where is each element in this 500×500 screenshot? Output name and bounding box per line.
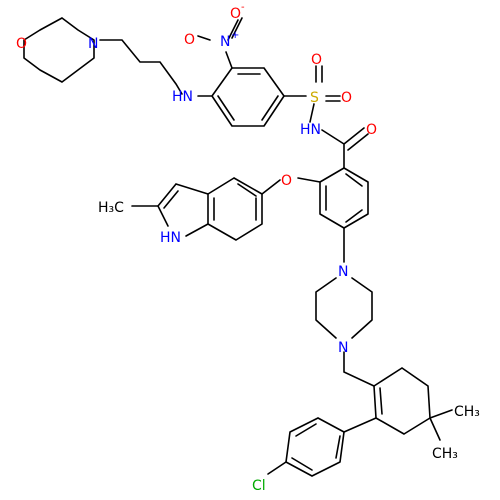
indole-nh-label: HN bbox=[160, 230, 181, 246]
nitro-oxygen-upper-label: O bbox=[230, 6, 241, 22]
bond-lines bbox=[23, 17, 453, 477]
nitro-nitrogen-label: N bbox=[220, 34, 230, 50]
piperazine-nitrogen-bottom-label: N bbox=[338, 340, 348, 356]
atom-labels: O N HN N + O - O S O O HN O O H₃C HN N N… bbox=[16, 2, 480, 494]
carbonyl-oxygen-label: O bbox=[366, 122, 377, 138]
nitro-minus-charge: - bbox=[241, 2, 245, 13]
methyl-label: H₃C bbox=[98, 200, 124, 216]
nitro-plus-charge: + bbox=[231, 30, 239, 41]
morpholine-oxygen-label: O bbox=[16, 36, 27, 52]
methyl-lower-label: CH₃ bbox=[432, 446, 458, 462]
chloro-label: Cl bbox=[252, 478, 266, 494]
sulfonyl-sulfur-label: S bbox=[310, 90, 319, 106]
methyl-upper-label: CH₃ bbox=[454, 404, 480, 420]
piperazine-nitrogen-top-label: N bbox=[338, 264, 348, 280]
sulfonamide-nh-label: HN bbox=[300, 122, 321, 138]
nitro-oxygen-left-label: O bbox=[184, 32, 195, 48]
morpholine-nitrogen-label: N bbox=[88, 36, 98, 52]
amine-nh-label: HN bbox=[172, 89, 193, 105]
ether-oxygen-label: O bbox=[281, 173, 292, 189]
sulfonyl-oxygen-top-label: O bbox=[311, 52, 322, 68]
sulfonyl-oxygen-right-label: O bbox=[341, 90, 352, 106]
